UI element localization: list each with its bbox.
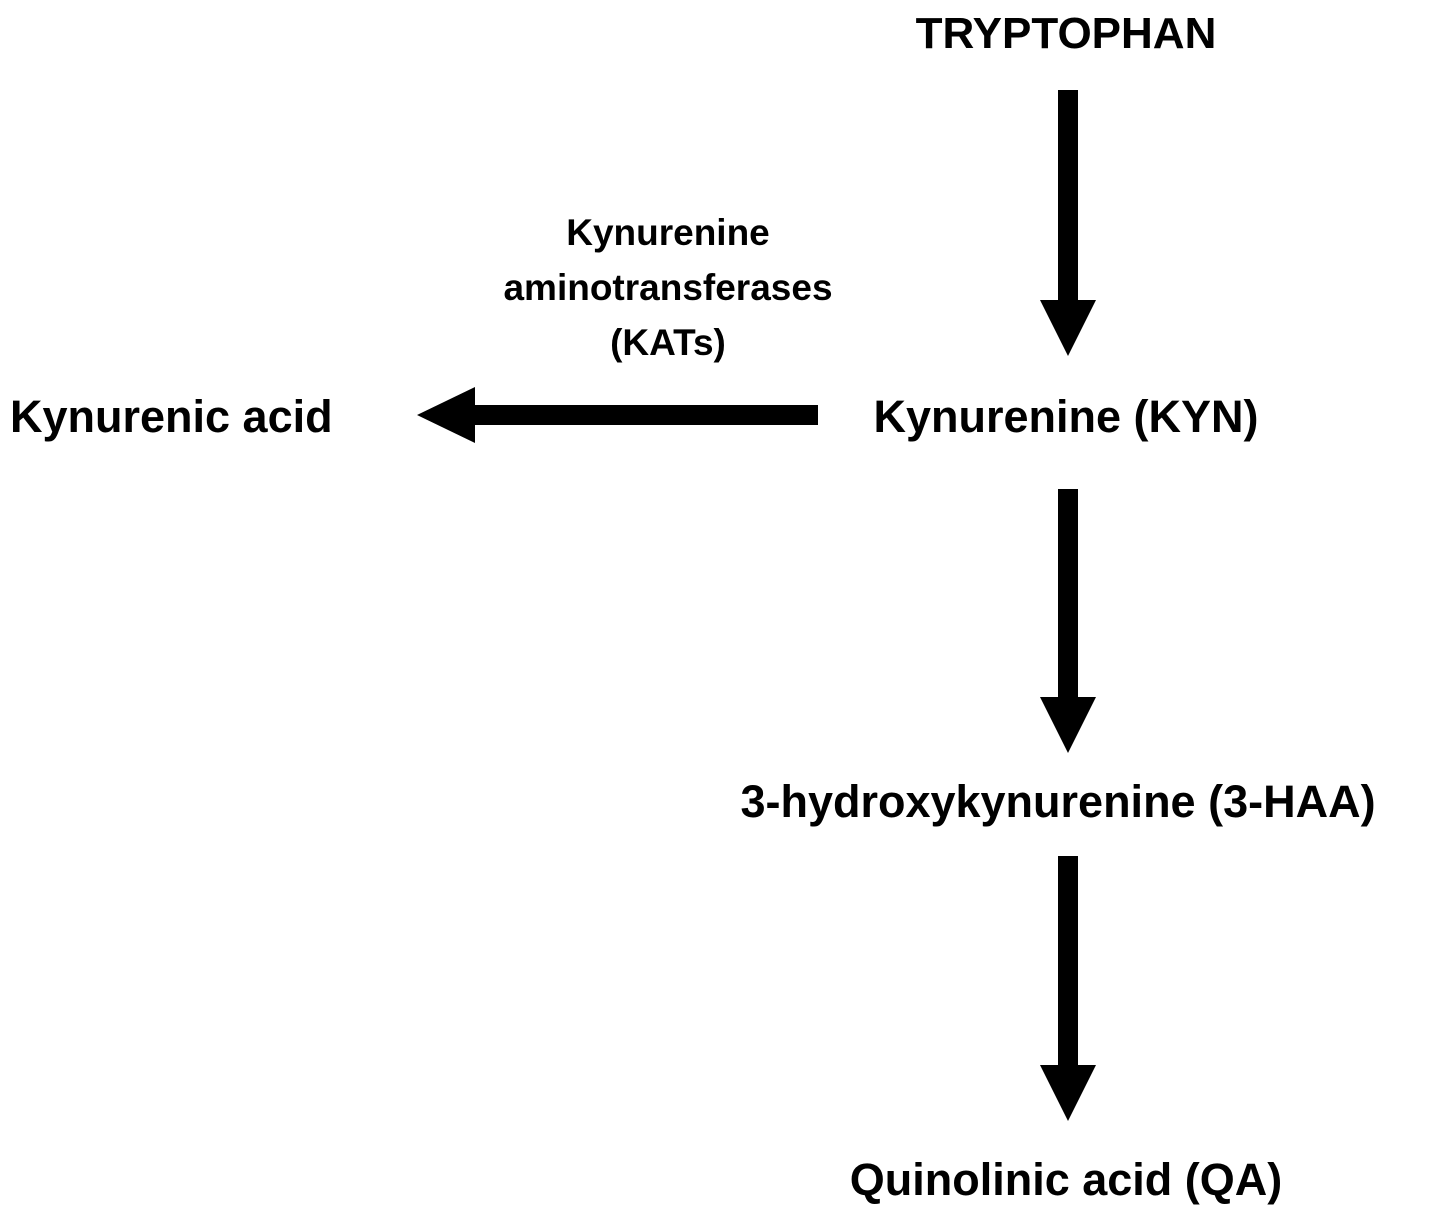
arrow-tryptophan-to-kynurenine [1040,90,1096,356]
enzyme-label-line-3: (KATs) [610,322,726,363]
enzyme-label-line-2: aminotransferases [503,267,833,308]
node-quinolinic-acid: Quinolinic acid (QA) [849,1154,1283,1205]
node-tryptophan: TRYPTOPHAN [915,9,1217,58]
enzyme-label-line-1: Kynurenine [566,212,770,253]
node-3-hydroxykynurenine: 3-hydroxykynurenine (3-HAA) [740,776,1376,827]
node-kynurenine: Kynurenine (KYN) [873,391,1259,442]
arrow-kynurenine-to-3-hydroxykynurenine [1040,489,1096,753]
arrow-kynurenine-to-kynurenic-acid [417,387,818,443]
arrow-3-hydroxykynurenine-to-quinolinic-acid [1040,856,1096,1121]
node-kynurenic-acid: Kynurenic acid [10,391,333,442]
enzyme-label-kats: Kynurenine aminotransferases (KATs) [503,205,832,370]
